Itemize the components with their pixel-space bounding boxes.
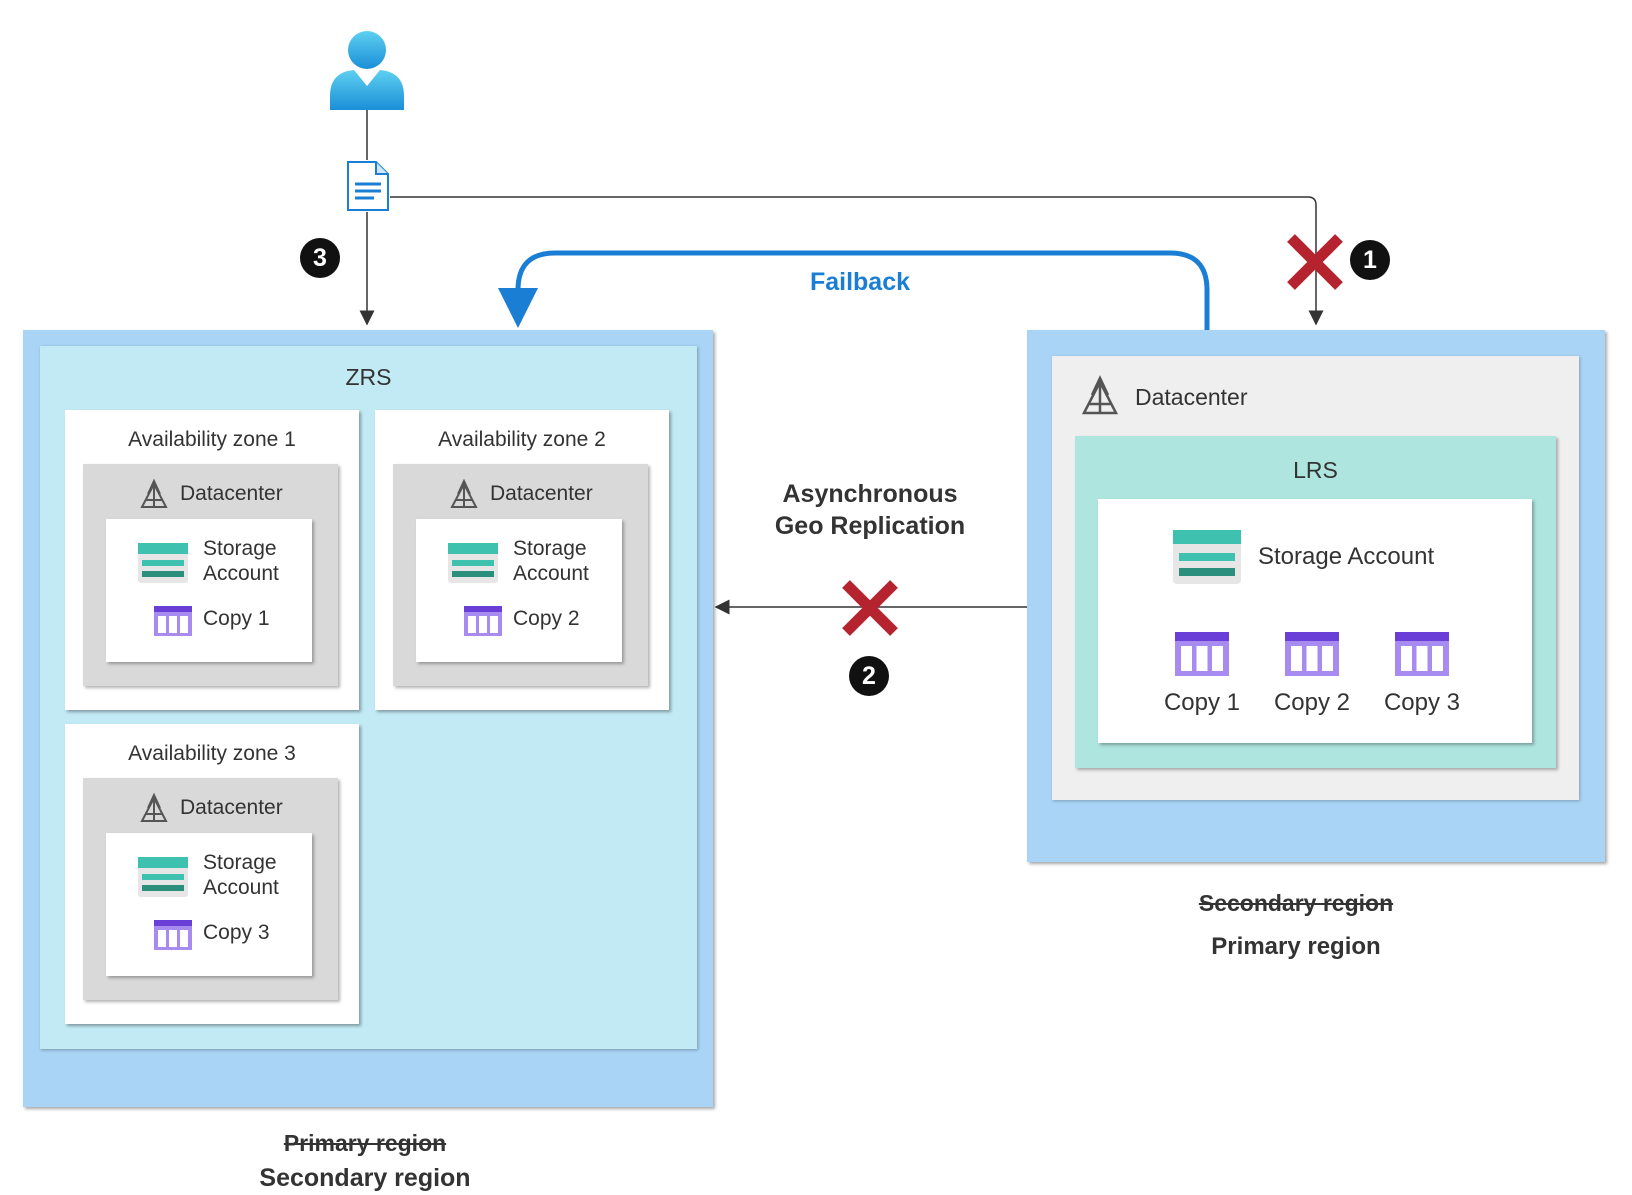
datacenter-icon (140, 478, 168, 508)
copy-label: Copy 2 (513, 607, 580, 630)
copy-label: Copy 3 (203, 921, 270, 944)
storage-label-line1: Storage (203, 851, 277, 874)
datacenter-icon (450, 478, 478, 508)
datacenter-icon (140, 792, 168, 822)
zone-label: Availability zone 3 (128, 742, 296, 765)
datacenter-label: Datacenter (180, 482, 283, 505)
zrs-region-old-label: Primary region (283, 1130, 447, 1156)
lrs-datacenter-label: Datacenter (1135, 384, 1248, 410)
datacenter-label: Datacenter (180, 796, 283, 819)
zrs-title: ZRS (345, 364, 392, 390)
zone-label: Availability zone 1 (128, 428, 296, 451)
lrs-storage-box (1098, 499, 1532, 743)
storage-label-line2: Account (203, 876, 279, 899)
request-to-lrs-line (390, 196, 1324, 326)
zone-label: Availability zone 2 (438, 428, 606, 451)
x-mark-icon (842, 580, 898, 636)
table-copy-icon (464, 606, 502, 636)
table-copy-icon (154, 920, 192, 950)
zrs-region-new-label: Secondary region (259, 1164, 471, 1192)
storage-account-icon (138, 543, 188, 583)
failback-label: Failback (809, 268, 911, 296)
storage-label-line2: Account (203, 562, 279, 585)
step-badge-1: 1 (1350, 240, 1390, 280)
table-copy-icon (1285, 632, 1339, 676)
storage-account-icon (138, 857, 188, 897)
user-icon (330, 31, 404, 110)
x-mark-icon (1287, 234, 1343, 290)
storage-box (106, 833, 312, 976)
lrs-region-old-label: Secondary region (1198, 890, 1394, 916)
table-copy-icon (1395, 632, 1449, 676)
storage-account-icon (1173, 530, 1241, 584)
lrs-copy-label: Copy 2 (1273, 689, 1351, 716)
lrs-title: LRS (1293, 457, 1338, 483)
storage-label-line1: Storage (513, 537, 587, 560)
step-badge-3: 3 (300, 238, 340, 278)
lrs-copy-label: Copy 1 (1163, 689, 1241, 716)
storage-box (416, 519, 622, 662)
lrs-storage-label: Storage Account (1258, 543, 1435, 570)
lrs-region-new-label: Primary region (1211, 933, 1381, 960)
copy-label: Copy 1 (203, 607, 270, 630)
failback-arrow (498, 250, 1210, 330)
datacenter-icon (1081, 375, 1119, 415)
replication-label-line2: Geo Replication (774, 512, 966, 540)
document-icon[interactable] (346, 160, 390, 212)
datacenter-label: Datacenter (490, 482, 593, 505)
table-copy-icon (1175, 632, 1229, 676)
storage-account-icon (448, 543, 498, 583)
storage-label-line2: Account (513, 562, 589, 585)
lrs-copy-label: Copy 3 (1383, 689, 1461, 716)
replication-label-line1: Asynchronous (782, 480, 958, 508)
step-badge-2: 2 (849, 656, 889, 696)
storage-box (106, 519, 312, 662)
storage-label-line1: Storage (203, 537, 277, 560)
table-copy-icon (154, 606, 192, 636)
